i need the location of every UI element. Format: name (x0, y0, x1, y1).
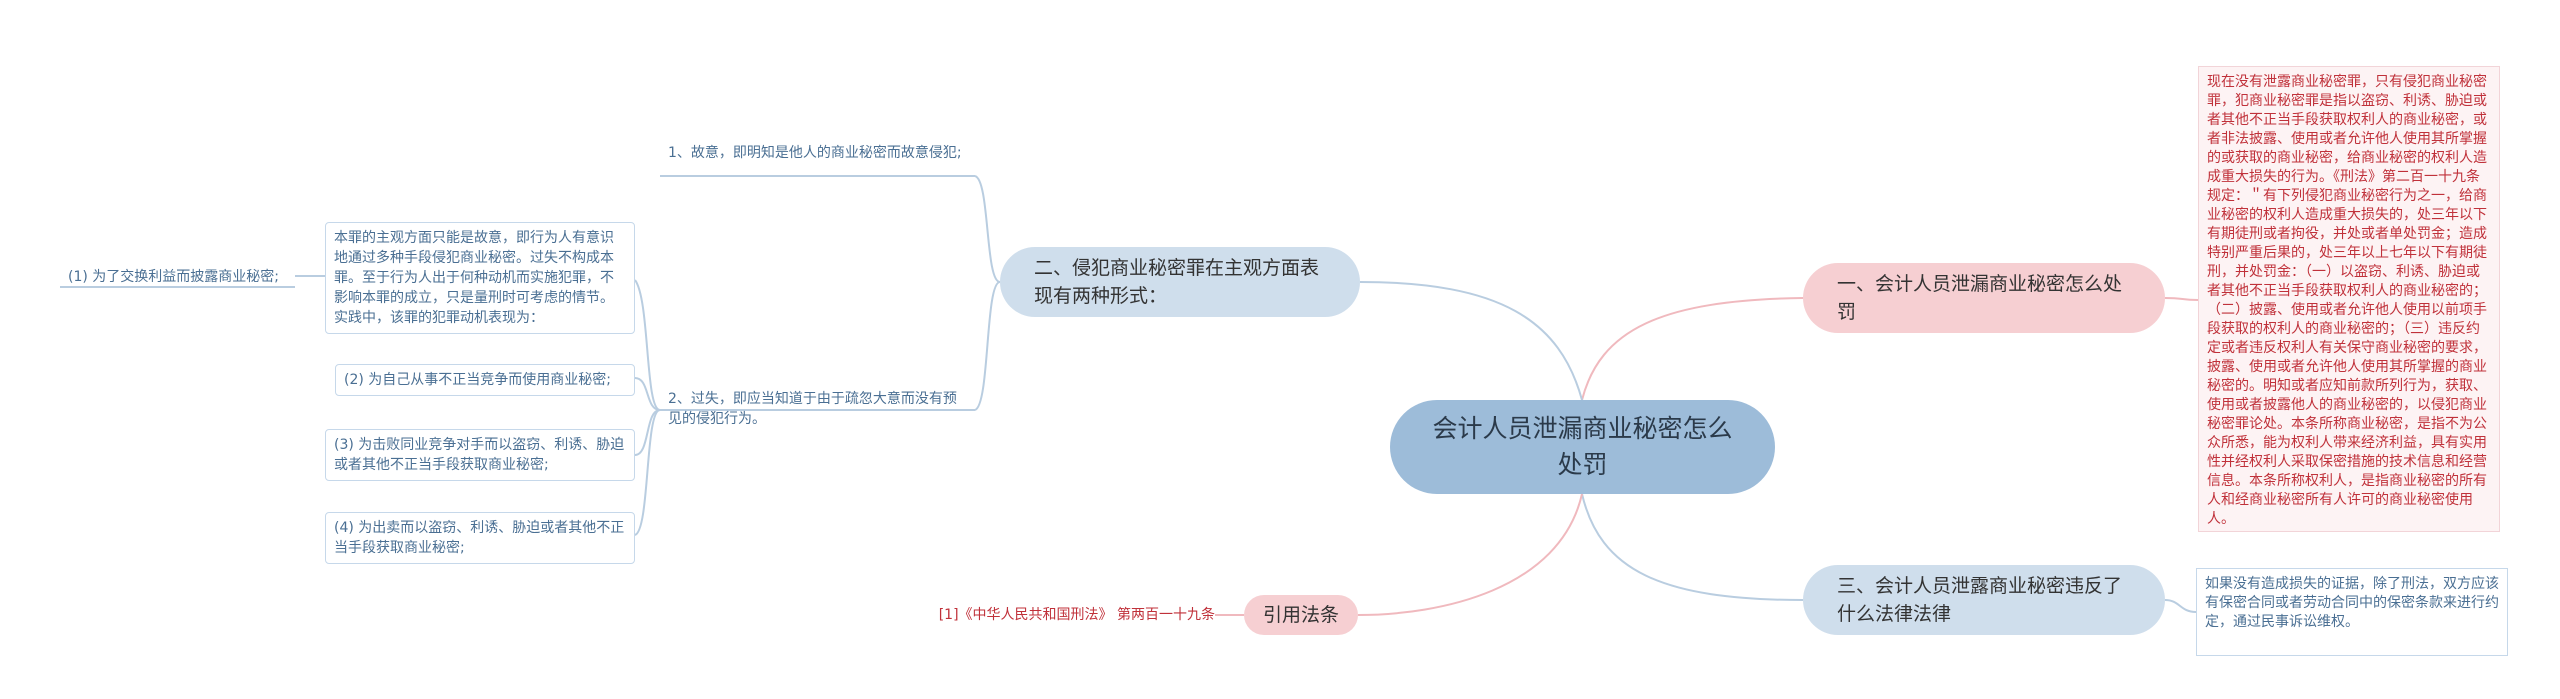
motive-4[interactable]: (4) 为出卖而以盗窃、利诱、胁迫或者其他不正当手段获取商业秘密; (325, 512, 635, 564)
branch-citation[interactable]: 引用法条 (1244, 595, 1358, 635)
link-branch3-content (2164, 599, 2197, 613)
link-root-branch3 (1581, 493, 1804, 601)
sub-negligence[interactable]: 2、过失，即应当知道于由于疏忽大意而没有预见的侵犯行为。 (668, 391, 957, 427)
branch-law-violated[interactable]: 三、会计人员泄露商业秘密违反了什么法律法律 (1803, 565, 2165, 635)
motive-3[interactable]: (3) 为击败同业竞争对手而以盗窃、利诱、胁迫或者其他不正当手段获取商业秘密; (325, 429, 635, 481)
link-root-branch4 (1357, 493, 1583, 616)
motive-2[interactable]: (2) 为自己从事不正当竞争而使用商业秘密; (335, 364, 635, 396)
link-root-branch2 (1359, 281, 1583, 401)
link-branch2-sub1 (974, 175, 1001, 283)
motive-intro[interactable]: 本罪的主观方面只能是故意，即行为人有意识地通过多种手段侵犯商业秘密。过失不构成本… (325, 222, 635, 334)
motive-1[interactable]: (1) 为了交换利益而披露商业秘密; (68, 269, 279, 285)
citation-law[interactable]: [1]《中华人民共和国刑法》 第两百一十九条 (938, 607, 1215, 623)
branch-subjective-forms[interactable]: 二、侵犯商业秘密罪在主观方面表现有两种形式： (1000, 247, 1360, 317)
link-sub2-m4 (634, 409, 661, 536)
link-sub2-m3 (634, 409, 661, 456)
penalty-content: 现在没有泄露商业秘密罪，只有侵犯商业秘密罪，犯商业秘密罪是指以盗窃、利诱、胁迫或… (2198, 66, 2500, 532)
root-topic[interactable]: 会计人员泄漏商业秘密怎么处罚 (1390, 400, 1775, 494)
link-branch2-sub2 (974, 281, 1001, 411)
sub-intent[interactable]: 1、故意，即明知是他人的商业秘密而故意侵犯; (668, 145, 962, 161)
link-branch1-content (2164, 297, 2199, 301)
link-sub2-intro (634, 279, 661, 411)
link-root-branch1 (1581, 297, 1804, 401)
law-violated-content: 如果没有造成损失的证据，除了刑法，双方应该有保密合同或者劳动合同中的保密条款来进… (2196, 568, 2508, 656)
link-sub2-m2 (634, 377, 661, 411)
branch-penalty[interactable]: 一、会计人员泄漏商业秘密怎么处罚 (1803, 263, 2165, 333)
